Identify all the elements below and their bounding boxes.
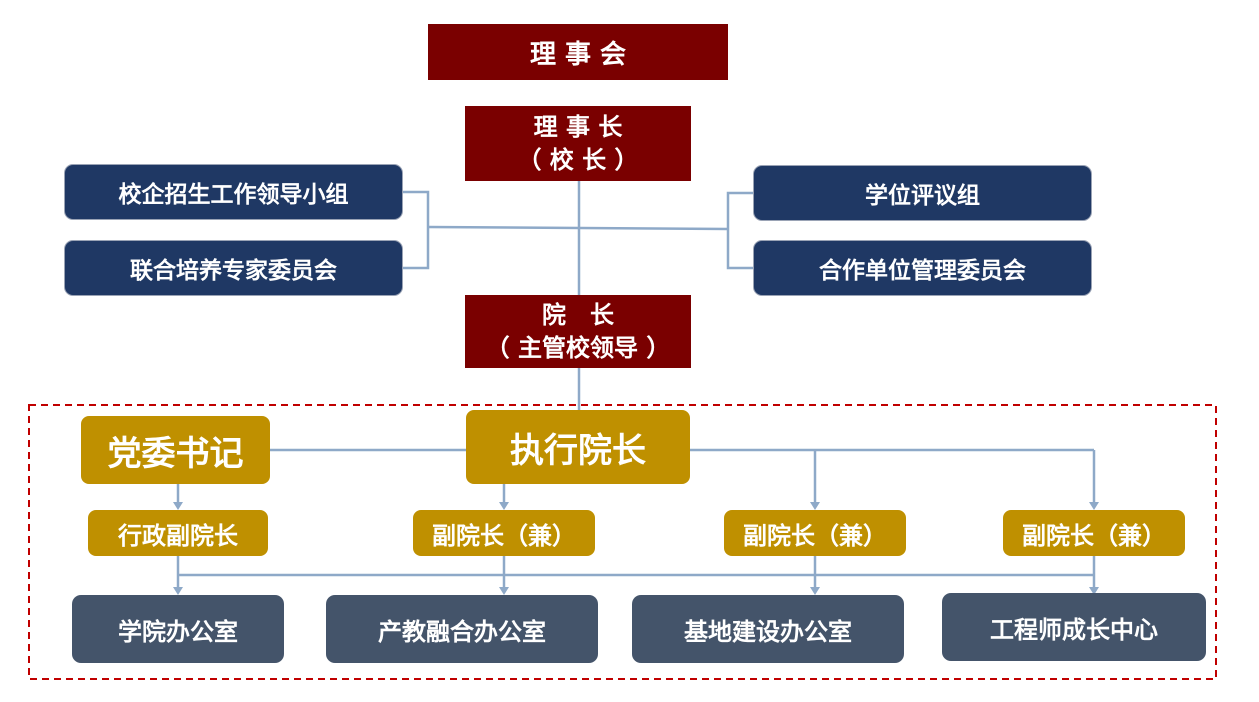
vice-dean-concurrent-2: 副院长（兼） bbox=[724, 510, 906, 556]
office-engineer-growth-center: 工程师成长中心 bbox=[942, 593, 1206, 661]
committee-degree-evaluation: 学位评议组 bbox=[753, 165, 1092, 221]
office-industry-education: 产教融合办公室 bbox=[326, 595, 598, 663]
office-college: 学院办公室 bbox=[72, 595, 284, 663]
executive-dean-box: 执行院长 bbox=[466, 410, 690, 484]
dean-box: 院 长 （ 主管校领导 ） bbox=[465, 295, 691, 368]
vice-dean-administrative: 行政副院长 bbox=[88, 510, 268, 556]
chairman-box: 理 事 长 （ 校 长 ） bbox=[465, 106, 691, 181]
office-base-construction: 基地建设办公室 bbox=[632, 595, 904, 663]
committee-enrollment-leading-group: 校企招生工作领导小组 bbox=[64, 164, 403, 220]
committee-partner-management: 合作单位管理委员会 bbox=[753, 240, 1092, 296]
committee-joint-training-experts: 联合培养专家委员会 bbox=[64, 240, 403, 296]
vice-dean-concurrent-3: 副院长（兼） bbox=[1003, 510, 1185, 556]
party-secretary-box: 党委书记 bbox=[81, 416, 270, 484]
board-box: 理 事 会 bbox=[428, 24, 728, 80]
vice-dean-concurrent-1: 副院长（兼） bbox=[413, 510, 595, 556]
dashed-frame bbox=[28, 404, 1217, 680]
